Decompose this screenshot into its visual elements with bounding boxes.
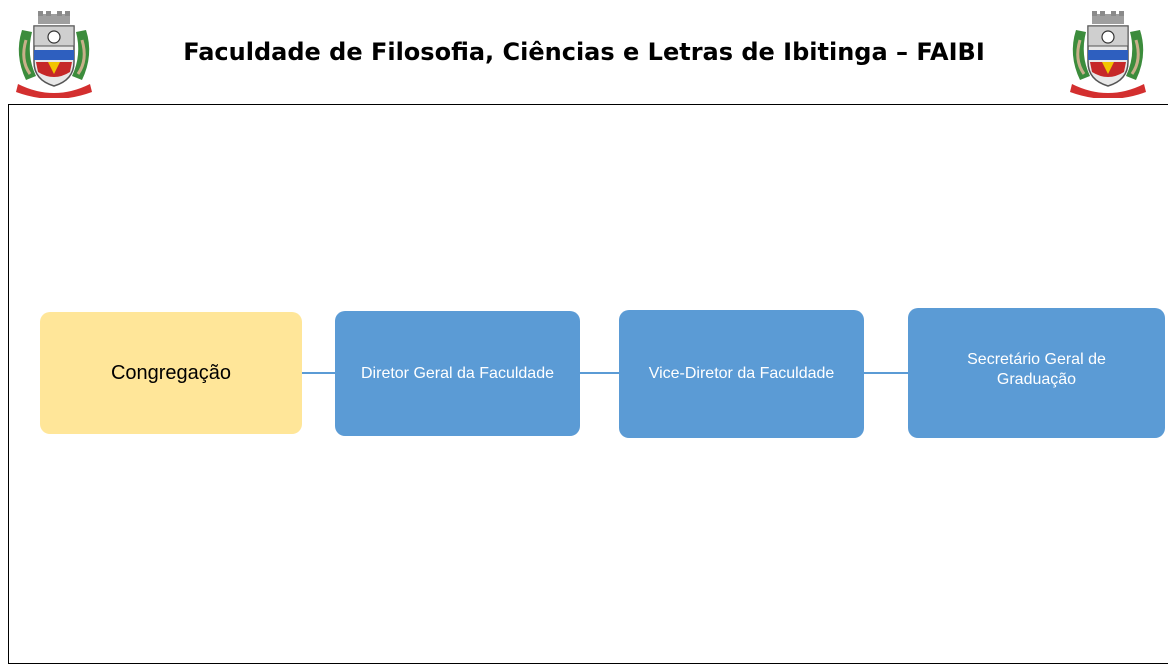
connector-line — [864, 372, 908, 374]
coat-of-arms-icon — [16, 11, 92, 98]
org-node-secretario-geral: Secretário Geral de Graduação — [908, 308, 1165, 438]
org-node-label: Secretário Geral de Graduação — [967, 351, 1106, 388]
connector-line — [302, 372, 335, 374]
org-node-vice-diretor: Vice-Diretor da Faculdade — [619, 310, 864, 438]
org-node-label: Vice-Diretor da Faculdade — [648, 365, 835, 382]
org-node-congregacao: Congregação — [40, 312, 302, 434]
org-node-label: Diretor Geral da Faculdade — [361, 364, 554, 382]
coat-of-arms-icon — [1070, 11, 1146, 98]
connector-line — [580, 372, 619, 374]
page-header: Faculdade de Filosofia, Ciências e Letra… — [0, 0, 1168, 104]
org-node-label: Congregação — [110, 361, 232, 384]
page-title: Faculdade de Filosofia, Ciências e Letra… — [183, 38, 985, 66]
org-node-diretor-geral: Diretor Geral da Faculdade — [335, 311, 580, 436]
